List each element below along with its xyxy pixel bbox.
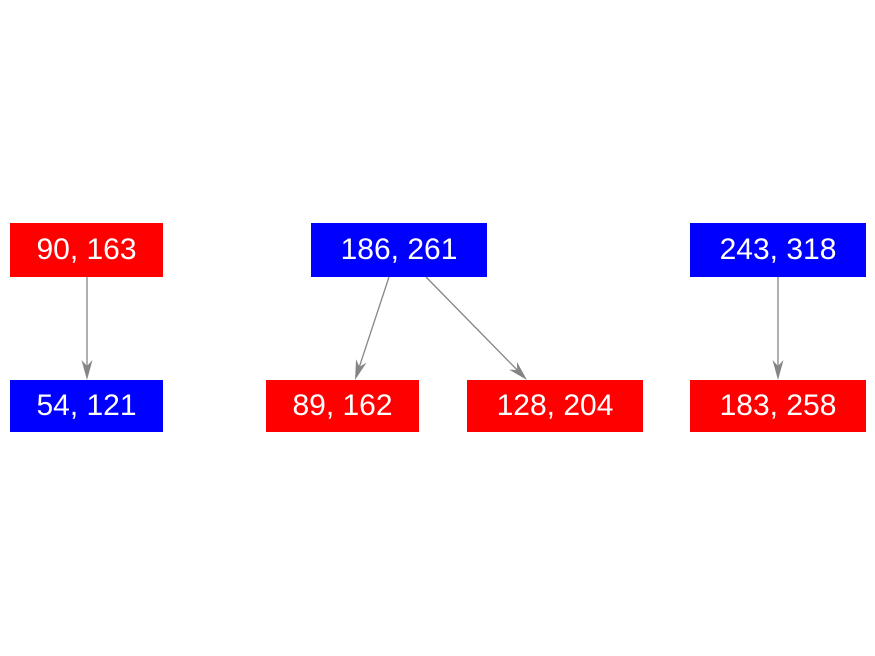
node-label: 54, 121 xyxy=(36,389,137,422)
arrowhead-icon xyxy=(772,360,784,380)
graph-node-n2: 54, 121 xyxy=(10,380,163,432)
graph-node-n3: 186, 261 xyxy=(311,223,487,277)
edge-n6-n7 xyxy=(772,277,784,380)
node-label: 243, 318 xyxy=(719,233,837,266)
graph-node-n4: 89, 162 xyxy=(266,380,419,432)
graph-node-n6: 243, 318 xyxy=(690,223,866,277)
edge-line xyxy=(425,276,518,371)
graph-node-n1: 90, 163 xyxy=(10,223,163,277)
arrowhead-icon xyxy=(355,359,367,380)
node-label: 90, 163 xyxy=(36,233,137,266)
edge-n3-n4 xyxy=(355,276,390,380)
edge-n3-n5 xyxy=(425,276,527,380)
arrowhead-icon xyxy=(81,360,93,380)
graph-node-n7: 183, 258 xyxy=(690,380,866,432)
node-label: 186, 261 xyxy=(340,233,458,266)
node-label: 183, 258 xyxy=(719,389,837,422)
arrowhead-icon xyxy=(509,361,527,380)
edge-line xyxy=(358,276,390,367)
node-label: 128, 204 xyxy=(496,389,614,422)
edge-n1-n2 xyxy=(81,277,93,380)
node-label: 89, 162 xyxy=(292,389,393,422)
graph-node-n5: 128, 204 xyxy=(467,380,643,432)
